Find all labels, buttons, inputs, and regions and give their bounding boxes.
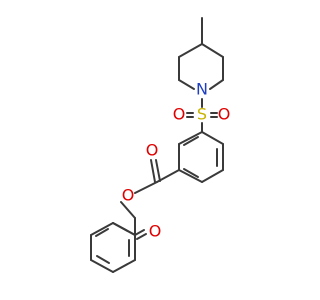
bond-ph6	[112, 222, 136, 236]
atom-s: S	[197, 105, 207, 124]
atom-o-sulfonyl-right: O	[218, 105, 231, 124]
phenyl-ring	[90, 222, 136, 273]
bond-carbonyl-o-double-a	[150, 159, 156, 183]
bond-ketone-o-a	[134, 229, 145, 236]
bond-carbonyl-o-link	[134, 181, 158, 194]
atom-o-ester-link: O	[122, 186, 135, 205]
benzoate-ring	[178, 131, 224, 183]
ester-group	[120, 159, 180, 236]
bond-ar6	[178, 131, 203, 145]
bond-c2-right-n	[209, 79, 224, 90]
bond-ar3	[201, 169, 224, 183]
bond-ph-inner-2	[96, 255, 110, 264]
atom-o-ketone: O	[149, 222, 162, 241]
bond-ar1	[201, 131, 224, 145]
atom-o-ester-carbonyl: O	[146, 141, 159, 160]
bond-ph3	[90, 259, 114, 273]
piperidine-ring	[178, 17, 224, 90]
bond-ph4	[112, 259, 136, 273]
bond-ph-inner-1	[95, 228, 109, 237]
bond-carbonyl-o-double-b	[155, 159, 161, 182]
bond-n-c2-left	[178, 79, 195, 90]
bond-ar-inner-2	[183, 168, 199, 178]
molecule-canvas: N S O O O O O	[90, 17, 231, 273]
atom-o-sulfonyl-left: O	[173, 105, 186, 124]
bond-ar4	[178, 169, 203, 183]
bond-c4-c3-right	[201, 43, 224, 58]
bond-o-link-ch2	[120, 201, 136, 219]
bond-ketone-o-b	[136, 233, 147, 240]
bond-c3-left-c4	[178, 43, 203, 58]
bond-ar-inner-3	[183, 136, 199, 146]
atom-n: N	[196, 80, 208, 99]
bond-ph1	[90, 222, 114, 236]
sulfonyl-group	[186, 98, 218, 133]
molecule-structure: N S O O O O O	[90, 17, 231, 273]
